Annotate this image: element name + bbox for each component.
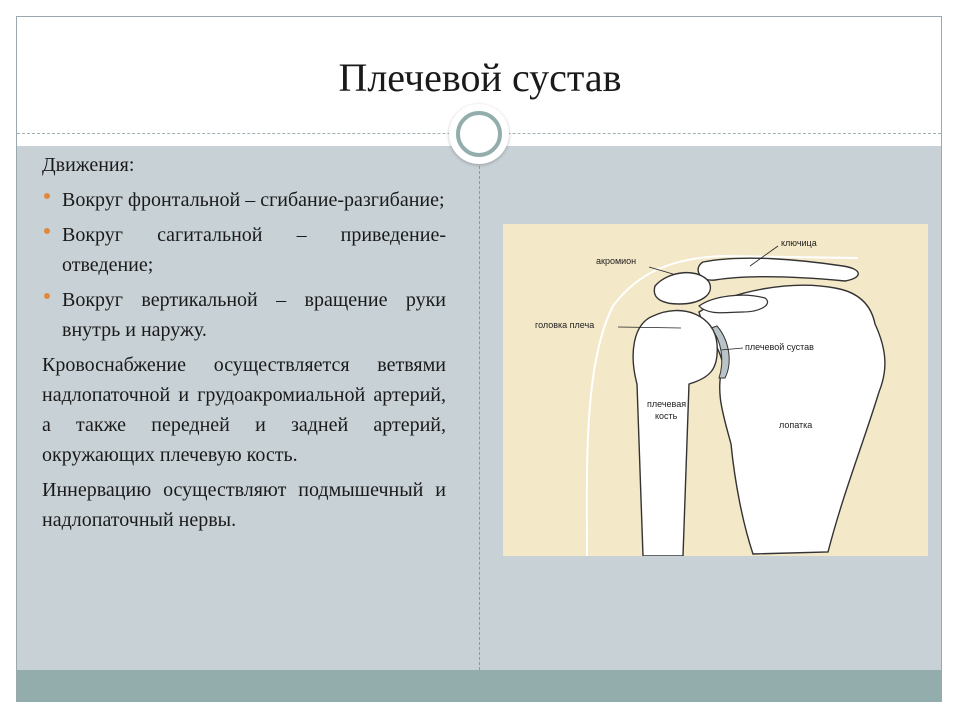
acromion-label: акромион xyxy=(596,256,636,266)
movements-heading: Движения: xyxy=(42,154,135,176)
bullet-text: Вокруг сагитальной – приведение-отведени… xyxy=(62,224,446,276)
blood-supply-paragraph: Кровоснабжение осуществляется ветвями на… xyxy=(42,354,446,466)
coracoid-shape xyxy=(698,294,769,314)
shoulder-joint-label: плечевой сустав xyxy=(745,342,814,352)
clavicle-pointer xyxy=(749,245,779,267)
bullet-dot-icon xyxy=(44,193,50,199)
acromion-pointer xyxy=(648,266,674,275)
text-column: Движения: Вокруг фронтальной – сгибание-… xyxy=(42,150,446,540)
ring-ornament-icon xyxy=(449,104,509,164)
bullet-item: Вокруг сагитальной – приведение-отведени… xyxy=(42,220,446,280)
bullet-text: Вокруг фронтальной – сгибание-разгибание… xyxy=(62,189,445,211)
skin-outline xyxy=(585,254,859,556)
bullet-dot-icon xyxy=(44,228,50,234)
humeral-head-pointer xyxy=(617,326,682,329)
humerus-label-line2: кость xyxy=(655,411,678,421)
slide-title: Плечевой сустав xyxy=(338,55,622,100)
bullet-item: Вокруг вертикальной – вращение руки внут… xyxy=(42,285,446,345)
shoulder-joint-diagram: ключица акромион головка плеча плечевой … xyxy=(503,224,928,556)
humerus-shape xyxy=(632,309,718,556)
acromion-shape xyxy=(653,271,712,305)
clavicle-label: ключица xyxy=(781,238,817,248)
clavicle-shape xyxy=(697,257,859,282)
scapula-label: лопатка xyxy=(779,420,812,430)
humerus-label-line1: плечевая xyxy=(647,399,686,409)
bullet-text: Вокруг вертикальной – вращение руки внут… xyxy=(62,289,446,341)
footer-bar xyxy=(17,670,941,702)
humeral-head-label: головка плеча xyxy=(535,320,594,330)
column-separator xyxy=(479,146,480,670)
bullet-dot-icon xyxy=(44,293,50,299)
scapula-shape xyxy=(698,284,886,555)
bullet-item: Вокруг фронтальной – сгибание-разгибание… xyxy=(42,185,446,215)
joint-pointer xyxy=(720,347,744,351)
innervation-paragraph: Иннервацию осуществляют подмышечный и на… xyxy=(42,479,446,531)
